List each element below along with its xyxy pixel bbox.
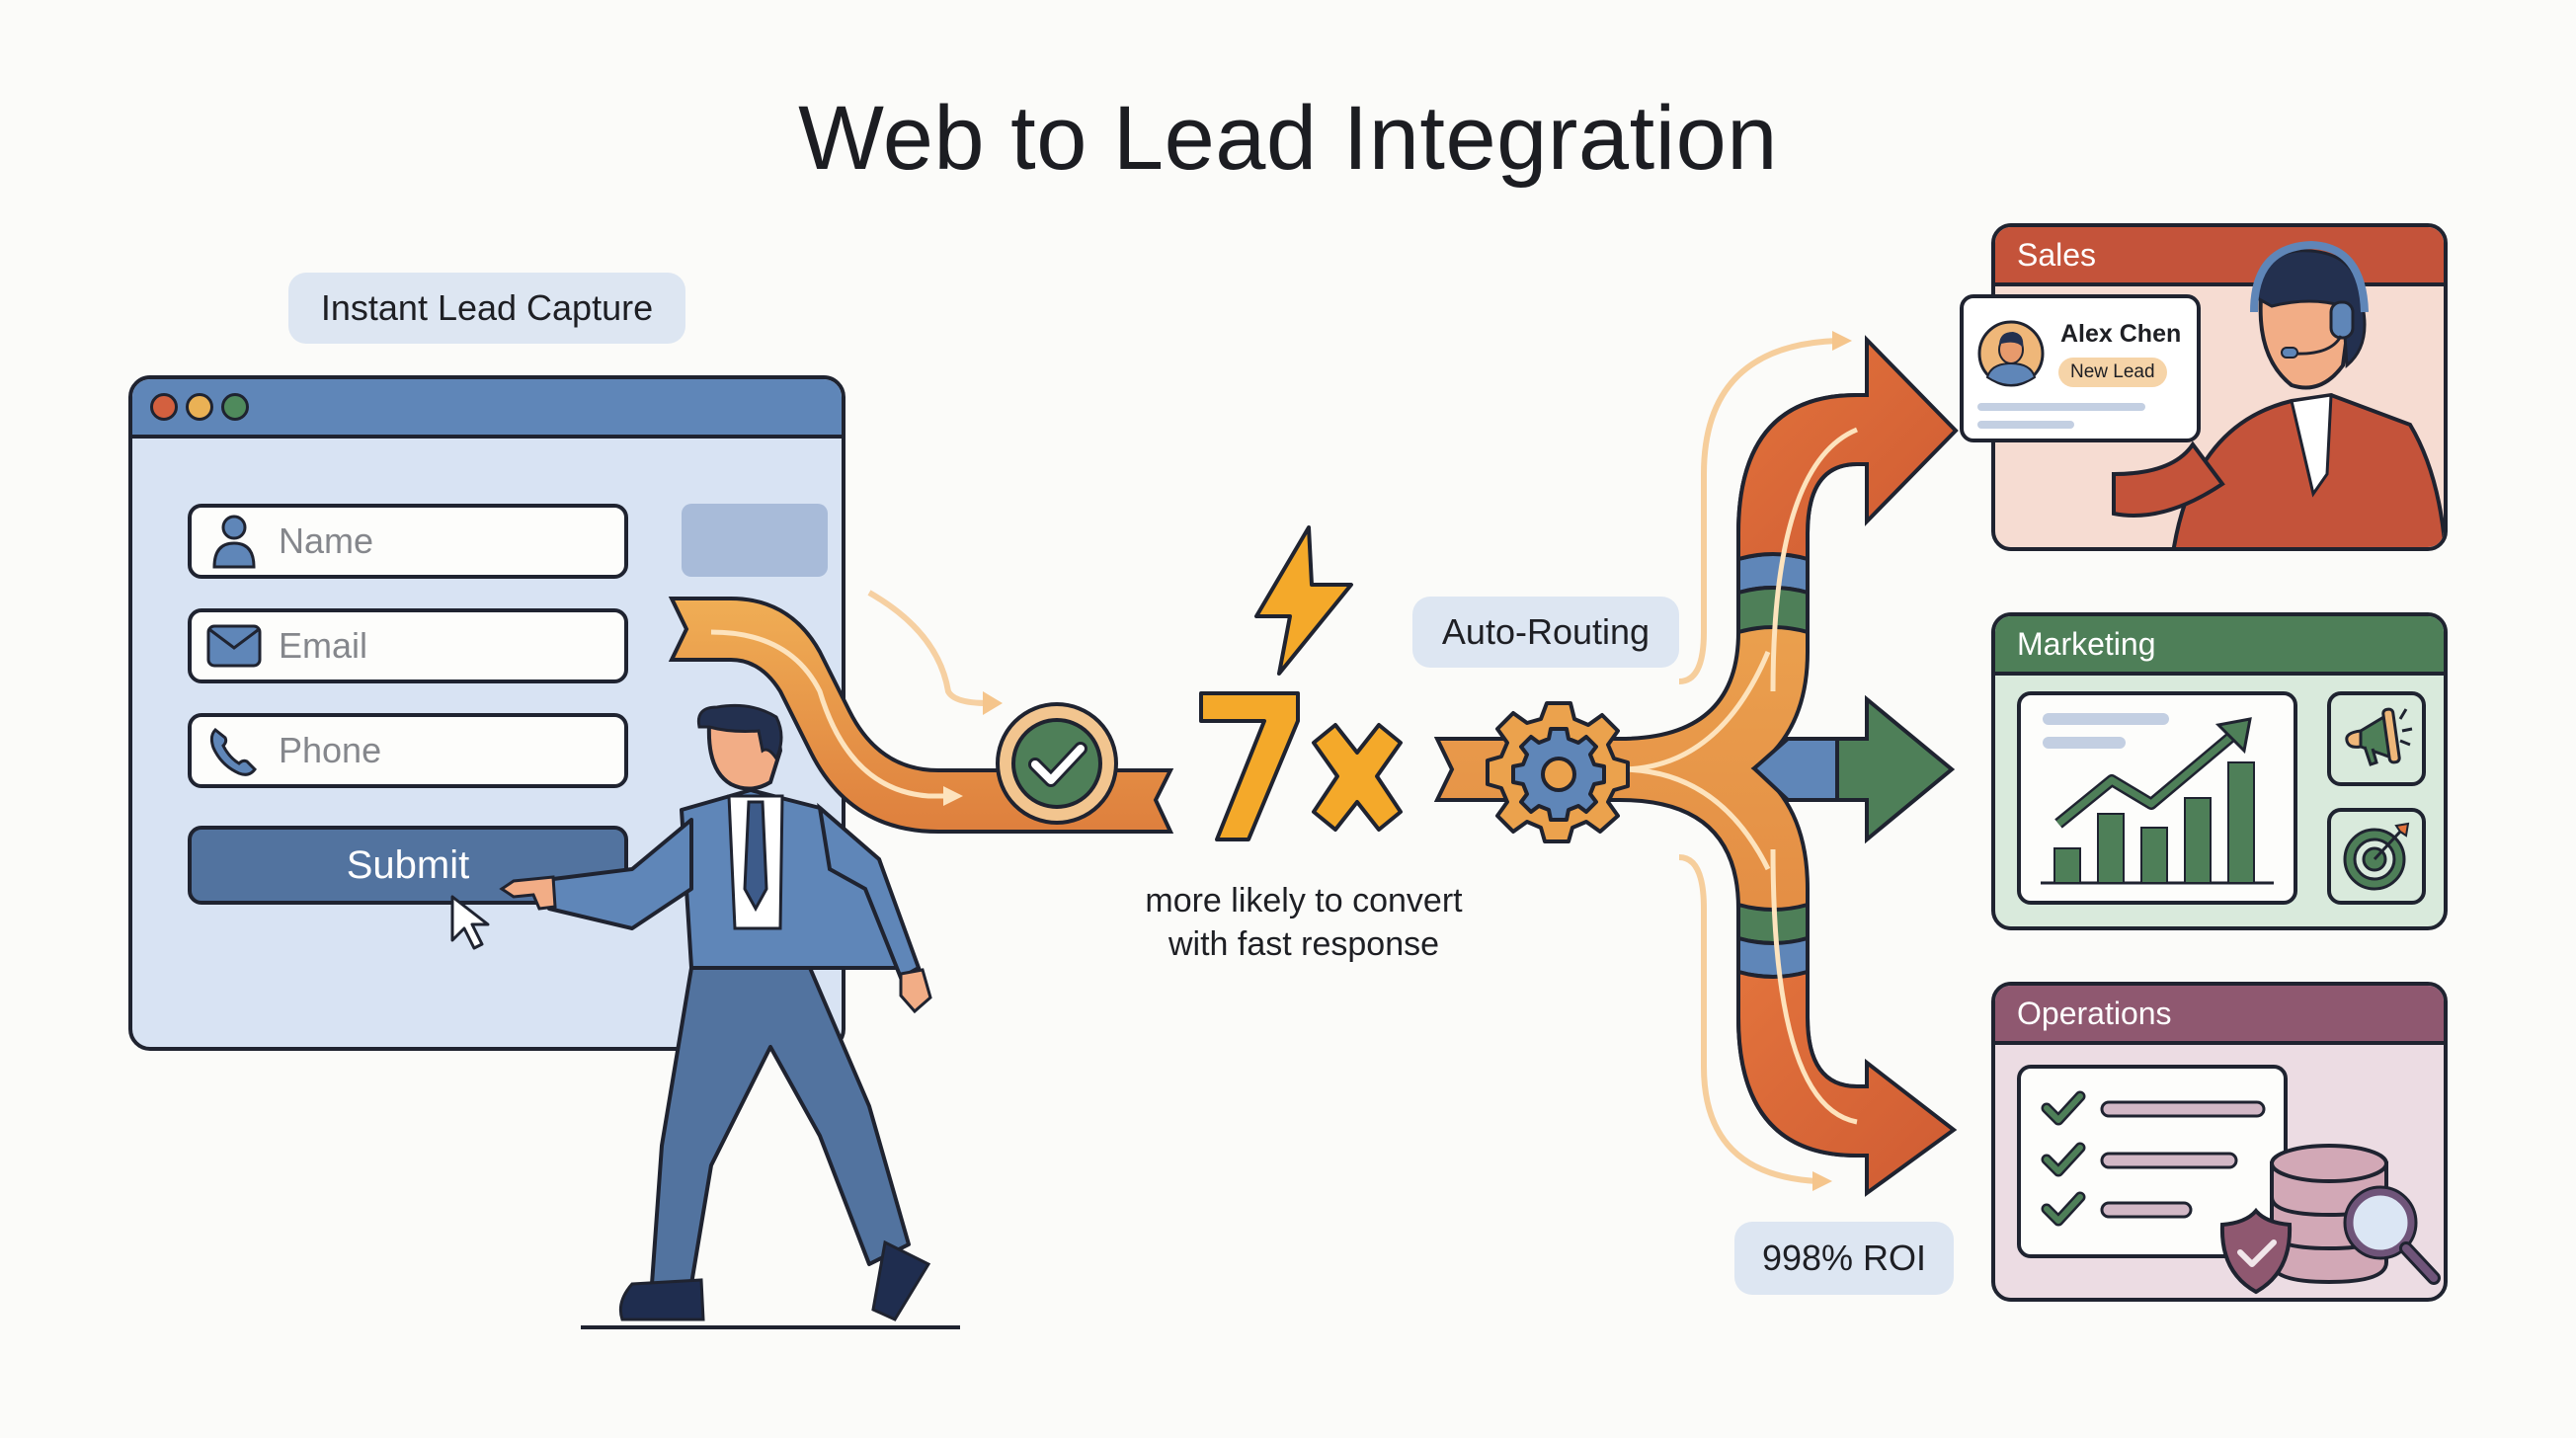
window-minimize-dot[interactable]	[186, 393, 213, 421]
lead-name: Alex Chen	[2060, 320, 2182, 348]
email-field[interactable]: Email	[188, 608, 628, 683]
phone-field[interactable]: Phone	[188, 713, 628, 788]
card-line	[1977, 403, 2145, 411]
name-placeholder: Name	[279, 520, 374, 561]
lead-capture-label: Instant Lead Capture	[288, 273, 685, 344]
lead-avatar	[1977, 320, 2045, 387]
magnifier-icon	[2343, 1185, 2441, 1285]
window-titlebar	[132, 379, 842, 439]
auto-routing-label: Auto-Routing	[1412, 597, 1679, 668]
database-icon	[2270, 1144, 2388, 1285]
phone-placeholder: Phone	[279, 730, 382, 770]
growth-chart-card	[2017, 691, 2297, 905]
man-pointing-illustration	[499, 703, 960, 1329]
mouse-cursor-icon	[450, 895, 490, 950]
gear-icon	[1486, 701, 1630, 843]
operations-panel: Operations	[1991, 982, 2448, 1302]
stat-caption: more likely to convert with fast respons…	[1067, 879, 1541, 966]
routing-flow-band	[1433, 331, 1959, 1197]
database-security-illustration	[2219, 1144, 2441, 1295]
megaphone-icon	[2345, 707, 2413, 766]
growth-chart-icon	[2041, 713, 2274, 885]
phone-icon	[205, 722, 263, 779]
sales-panel-header: Sales	[1995, 227, 2444, 286]
marketing-panel-header: Marketing	[1995, 616, 2444, 676]
verified-check-icon	[996, 702, 1118, 825]
email-placeholder: Email	[279, 625, 368, 666]
shield-check-icon	[2219, 1207, 2293, 1295]
placeholder-block	[682, 504, 828, 577]
target-icon	[2343, 822, 2410, 891]
conversion-multiplier: 7×	[1195, 681, 1412, 849]
operations-panel-header: Operations	[1995, 986, 2444, 1045]
marketing-panel: Marketing	[1991, 612, 2448, 930]
roi-label: 998% ROI	[1734, 1222, 1954, 1295]
new-lead-badge: New Lead	[2058, 358, 2167, 387]
seven-x-graphic	[1199, 691, 1403, 841]
lead-card[interactable]: Alex Chen New Lead	[1960, 294, 2201, 442]
checklist-icon	[2041, 1090, 2266, 1227]
user-icon	[205, 513, 263, 570]
envelope-icon	[205, 617, 263, 675]
card-line	[1977, 421, 2074, 429]
window-close-dot[interactable]	[150, 393, 178, 421]
target-tile[interactable]	[2327, 808, 2426, 905]
lightning-bolt-icon	[1254, 525, 1353, 676]
name-field[interactable]: Name	[188, 504, 628, 579]
stat-caption-line2: with fast response	[1167, 925, 1440, 963]
sales-rep-illustration	[2112, 240, 2444, 547]
page-title: Web to Lead Integration	[798, 88, 1778, 189]
stat-caption-line1: more likely to convert	[1145, 882, 1463, 919]
campaign-tile[interactable]	[2327, 691, 2426, 786]
window-maximize-dot[interactable]	[221, 393, 249, 421]
